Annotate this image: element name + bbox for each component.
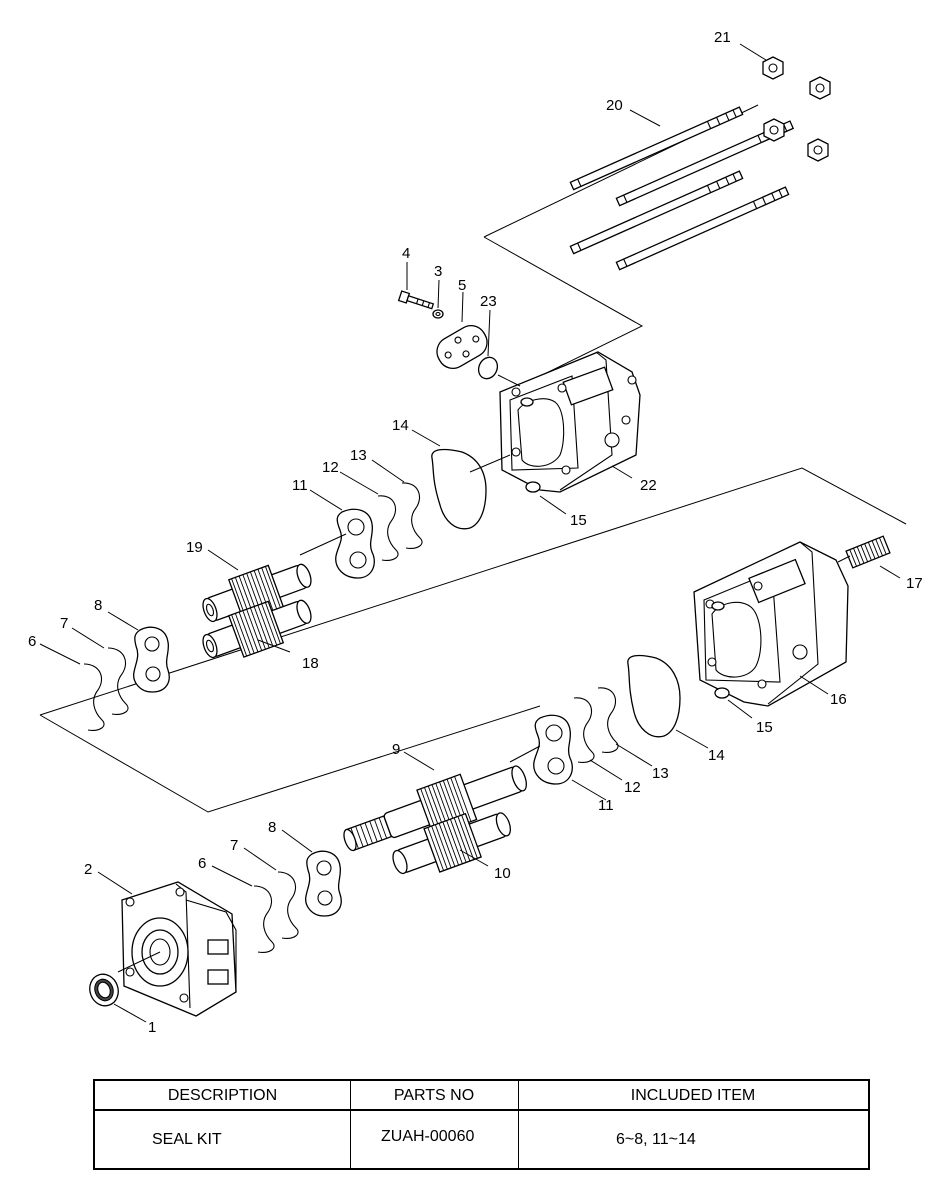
bolt-washer-cover	[397, 290, 499, 380]
rear-pump-body	[499, 351, 641, 493]
callout-6-lower: 6	[198, 855, 206, 872]
seals-lower	[573, 687, 619, 763]
seals-upper-left	[83, 626, 170, 731]
seal-kit-table: DESCRIPTION PARTS NO INCLUDED ITEM SEAL …	[93, 1079, 870, 1170]
callout-21: 21	[714, 29, 731, 46]
wear-plate-upper	[335, 508, 375, 579]
callout-17: 17	[906, 575, 923, 592]
gasket-lower	[627, 654, 681, 738]
row-description: SEAL KIT	[152, 1131, 222, 1148]
front-pump-body	[693, 541, 849, 707]
callout-numbers: 21 20 4 3 5 23 14 13 12 11 22 15 19 17 8…	[28, 29, 923, 1036]
callout-4: 4	[402, 245, 410, 262]
header-parts-no: PARTS NO	[350, 1081, 518, 1111]
callout-16: 16	[830, 691, 847, 708]
callout-6-upper: 6	[28, 633, 36, 650]
seals-lower-left	[253, 850, 342, 953]
tie-bolts	[569, 106, 795, 271]
callout-15-upper: 15	[570, 512, 587, 529]
callout-8-upper: 8	[94, 597, 102, 614]
table-divider	[518, 1081, 519, 1168]
seals-upper	[377, 482, 423, 561]
callout-15-lower: 15	[756, 719, 773, 736]
callout-7-lower: 7	[230, 837, 238, 854]
callout-1: 1	[148, 1019, 156, 1036]
wear-plate-lower	[533, 714, 573, 785]
spline-coupling	[845, 535, 891, 569]
callout-8-lower: 8	[268, 819, 276, 836]
flange-cover	[121, 881, 237, 1017]
header-description: DESCRIPTION	[95, 1081, 350, 1111]
gears-lower	[343, 765, 527, 875]
callout-14-upper: 14	[392, 417, 409, 434]
callout-13-lower: 13	[652, 765, 669, 782]
gears-upper	[202, 563, 312, 659]
table-divider	[350, 1081, 351, 1168]
callout-7-upper: 7	[60, 615, 68, 632]
callout-11-lower: 11	[598, 797, 614, 814]
leader-lines	[39, 43, 901, 1023]
callout-10: 10	[494, 865, 511, 882]
callout-5: 5	[458, 277, 466, 294]
callout-22: 22	[640, 477, 657, 494]
callout-12-lower: 12	[624, 779, 641, 796]
row-included-item: 6~8, 11~14	[616, 1131, 696, 1148]
callout-11-upper: 11	[292, 477, 308, 494]
callout-18: 18	[302, 655, 319, 672]
callout-14-lower: 14	[708, 747, 725, 764]
exploded-parts-diagram: 21 20 4 3 5 23 14 13 12 11 22 15 19 17 8…	[28, 29, 923, 1036]
callout-13-upper: 13	[350, 447, 367, 464]
oil-seal	[89, 973, 119, 1007]
callout-2: 2	[84, 861, 92, 878]
callout-23: 23	[480, 293, 497, 310]
callout-12-upper: 12	[322, 459, 339, 476]
callout-19: 19	[186, 539, 203, 556]
header-included-item: INCLUDED ITEM	[518, 1081, 868, 1111]
callout-20: 20	[606, 97, 623, 114]
callout-9: 9	[392, 741, 400, 758]
callout-3: 3	[434, 263, 442, 280]
center-lines	[117, 374, 851, 973]
hex-nuts	[762, 56, 831, 162]
row-parts-no: ZUAH-00060	[381, 1128, 475, 1145]
gasket-upper	[431, 448, 487, 530]
